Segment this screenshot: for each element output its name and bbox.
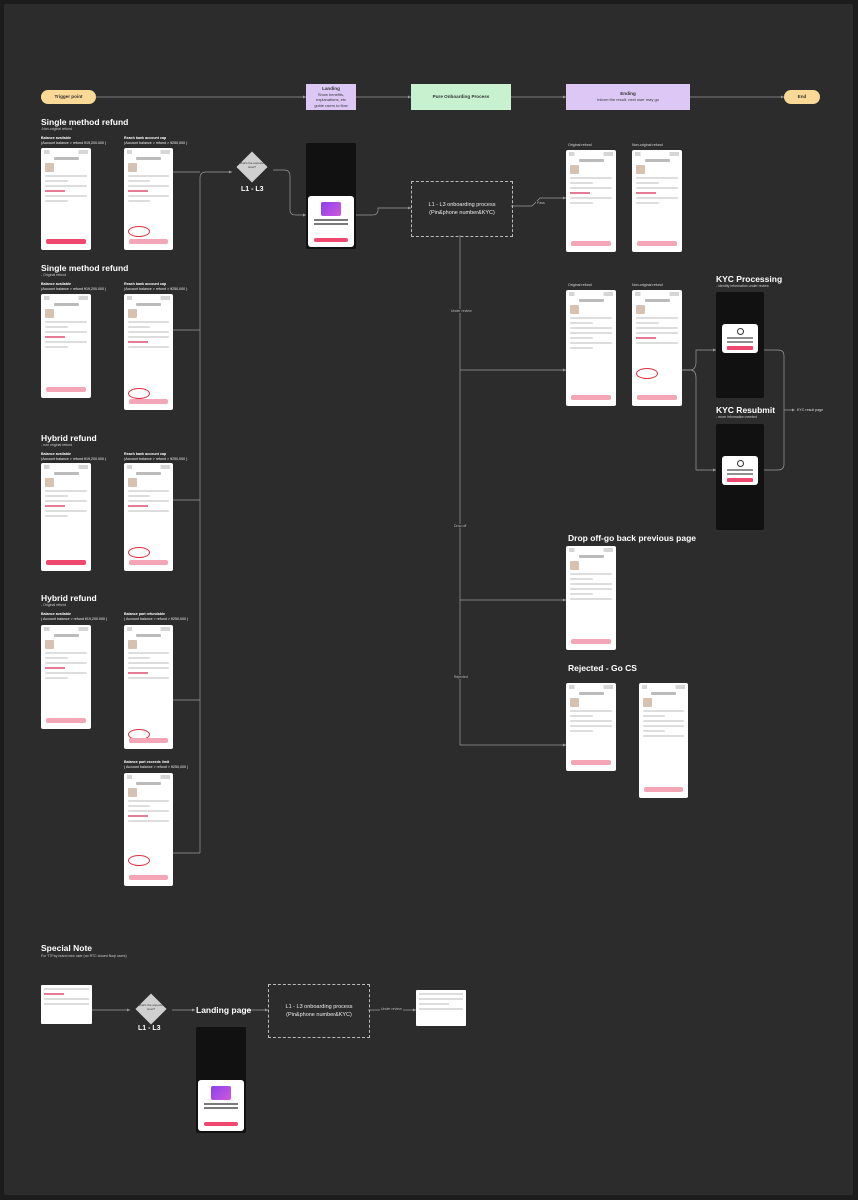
landing-subtitle-2: guide users to flow [314,102,348,108]
screen-s3-balance-available [41,463,91,571]
kyc-processing-subtitle: - Identity information under review [716,284,769,288]
section-1-subtitle: -Non-original refund [41,127,72,131]
kyc-processing-title: KYC Processing [716,274,783,284]
screen-s3-bank-cap [124,463,173,571]
pass-original-caption: Original refund [568,143,592,147]
screen-s1-balance-available [41,148,91,250]
ending-subtitle: Inform the result, next user may go [597,97,659,103]
pure-onboarding-node: Pure Onboarding Process [411,84,511,110]
section-2-right-caption: Reach bank account cap(Account balance >… [124,282,188,291]
decision-question: What's the expected level? [238,161,266,169]
special-note-title: Special Note [41,943,93,953]
screen-pass-original [566,150,616,252]
landing-node: Landing Show benefits, explanations, etc… [306,84,356,110]
section-2-left-caption: Balance available(Account balance > refu… [41,282,107,291]
special-decision-level: L1 - L3 [138,1025,161,1032]
special-onboarding-box: L1 - L3 onboarding process (Pin&phone num… [268,984,370,1038]
screen-s2-bank-cap [124,294,173,410]
onboarding-process-box: L1 - L3 onboarding process (Pin&phone num… [411,181,513,237]
special-landing-page-label: Landing page [196,1005,252,1015]
special-edge-under-review: Under review [380,1007,403,1011]
review-original-caption: Original refund [568,283,592,287]
onboarding-line-1: L1 - L3 onboarding process [428,201,496,208]
landing-title: Landing [322,86,340,92]
screen-pass-non-original [632,150,682,252]
end-label: End [797,94,807,100]
onboarding-line-2: (Pin&phone number&KYC) [429,210,495,216]
end-node: End [784,90,820,104]
section-1-right-caption: Reach bank account cap(Account balance >… [124,136,188,145]
pass-non-original-caption: Non-original refund [632,143,663,147]
screen-kyc-processing [716,292,764,398]
screen-rejected-original [566,683,616,771]
section-4-right-caption: Balance part refundable( Account balance… [124,612,189,621]
trigger-point-label: Trigger point [54,94,83,100]
screen-review-non-original [632,290,682,406]
special-onboarding-line-2: (Pin&phone number&KYC) [286,1012,352,1018]
edge-label-under-review: Under review [450,309,473,313]
ending-title: Ending [620,91,636,97]
special-decision-question: What's the expected level? [137,1003,165,1011]
screen-kyc-resubmit [716,424,764,530]
screen-s4-balance-available [41,625,91,729]
screen-drop-off [566,546,616,650]
screen-s2-balance-available [41,294,91,398]
section-4-left-caption: Balance available( Account balance > ref… [41,612,108,621]
special-note-subtitle: For TTPay brand new user (no RTC closed … [41,954,127,958]
exceeds-limit-caption: Balance part exceeds limit( Account bala… [124,760,189,769]
decision-level: L1 - L3 [241,186,264,193]
kyc-result-label: KYC result page [797,408,824,412]
pure-onboarding-label: Pure Onboarding Process [432,94,490,100]
edge-label-pass: Pass [536,201,546,205]
trigger-point-node: Trigger point [41,90,96,104]
screen-s1-bank-cap [124,148,173,250]
kyc-resubmit-title: KYC Resubmit [716,405,776,415]
screen-activate-ttpay-landing [306,143,356,249]
screen-rejected-non-original [639,683,688,798]
section-3-left-caption: Balance available(Account balance > refu… [41,452,107,461]
screen-s4-exceeds-limit [124,773,173,886]
screen-review-original [566,290,616,406]
screen-s4-part-refundable [124,625,173,749]
section-4-subtitle: - Original refund [41,603,67,607]
section-3-title: Hybrid refund [41,433,97,443]
section-2-title: Single method refund [41,263,129,273]
drop-off-title: Drop off-go back previous page [568,533,696,543]
section-2-subtitle: - Original refund [41,273,67,277]
special-result-card [416,990,466,1026]
review-non-original-caption: Non-original refund [632,283,663,287]
special-onboarding-line-1: L1 - L3 onboarding process [285,1003,353,1010]
rejected-title: Rejected - Go CS [568,663,637,673]
section-1-left-caption: Balance available(Account balance > refu… [41,136,107,145]
ending-node: Ending Inform the result, next user may … [566,84,690,110]
kyc-resubmit-subtitle: - more information needed [716,415,758,419]
landing-subtitle: Show benefits, explanations, etc [315,92,347,103]
section-1-title: Single method refund [41,117,129,127]
section-3-right-caption: Reach bank account cap(Account balance >… [124,452,188,461]
section-3-subtitle: - non original refund [41,443,73,447]
section-4-title: Hybrid refund [41,593,97,603]
special-trigger-card [41,985,92,1024]
edge-label-rejected: Rejected [453,675,469,679]
edge-label-drop-off: Drop off [453,524,468,528]
screen-special-landing [196,1027,246,1133]
